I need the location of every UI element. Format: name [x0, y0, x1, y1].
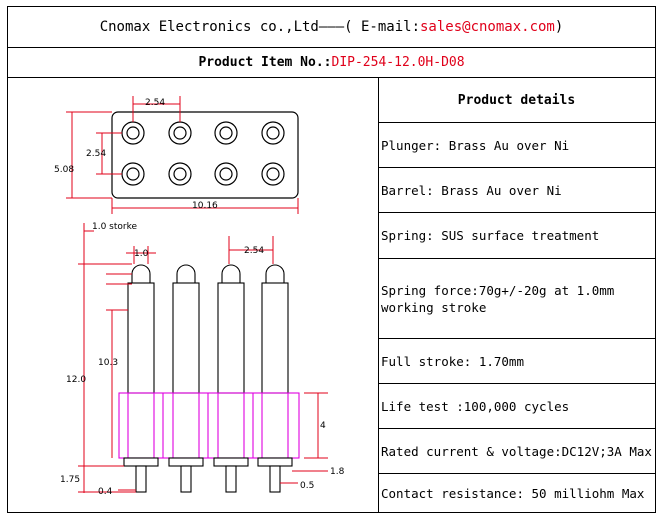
detail-plunger: Plunger: Brass Au over Ni — [378, 123, 655, 168]
pin-barrel — [261, 282, 289, 394]
dim-height-top: 5.08 — [54, 165, 74, 175]
product-item-row: Product Item No.: DIP-254-12.0H-D08 — [8, 47, 655, 78]
hole-inner-icon — [219, 126, 233, 140]
dim-total-height: 12.0 — [66, 375, 86, 385]
pin-barrel — [217, 282, 245, 394]
company-header: Cnomax Electronics co.,Ltd———( E-mail: s… — [8, 7, 655, 48]
dim-width-bottom: 10.16 — [192, 201, 218, 211]
hole-inner-icon — [126, 167, 140, 181]
details-title: Product details — [378, 78, 655, 123]
detail-barrel: Barrel: Brass Au over Ni — [378, 168, 655, 213]
hole-inner-icon — [266, 167, 280, 181]
detail-life-test: Life test :100,000 cycles — [378, 384, 655, 429]
detail-spring: Spring: SUS surface treatment — [378, 213, 655, 259]
dim-pitch-side: 2.54 — [86, 149, 106, 159]
insulator-body — [118, 392, 300, 459]
pin-tip — [221, 264, 241, 284]
product-details-table: Product details Plunger: Brass Au over N… — [378, 78, 655, 513]
dim-tail-spacing: 1.8 — [330, 467, 345, 477]
pin-tail — [269, 465, 281, 493]
pin-tip — [176, 264, 196, 284]
drawing-svg: 2.54 2.54 5.08 10.16 — [54, 96, 345, 497]
hole-icon — [214, 121, 238, 145]
dim-tail-length: 1.75 — [60, 475, 80, 485]
dim-stroke: 1.0 storke — [92, 222, 137, 232]
hole-icon — [121, 162, 145, 186]
hole-inner-icon — [219, 167, 233, 181]
hole-inner-icon — [126, 126, 140, 140]
hole-inner-icon — [266, 126, 280, 140]
dim-pin-diameter: 0.5 — [300, 481, 314, 491]
pin-tail — [180, 465, 192, 493]
hole-icon — [121, 121, 145, 145]
pin-tip — [131, 264, 151, 284]
detail-spring-force: Spring force:70g+/-20g at 1.0mm working … — [378, 259, 655, 339]
dim-body-height: 10.3 — [98, 358, 118, 368]
top-view-body — [111, 111, 299, 199]
detail-contact-resistance: Contact resistance: 50 milliohm Max — [381, 486, 645, 501]
dim-pitch-top: 2.54 — [145, 98, 165, 108]
datasheet-frame: Cnomax Electronics co.,Ltd———( E-mail: s… — [7, 6, 656, 513]
detail-rated-current: Rated current & voltage:DC12V;3A Max — [378, 429, 655, 474]
pin-flange — [168, 457, 204, 467]
pin-flange — [257, 457, 293, 467]
product-item-number: DIP-254-12.0H-D08 — [331, 54, 465, 70]
pin-tip — [265, 264, 285, 284]
pin-tail — [135, 465, 147, 493]
company-name: Cnomax Electronics co.,Ltd———( E-mail: — [99, 19, 420, 35]
email-link[interactable]: sales@cnomax.com — [420, 19, 555, 35]
hole-icon — [214, 162, 238, 186]
product-item-label: Product Item No.: — [198, 54, 332, 70]
hole-inner-icon — [173, 126, 187, 140]
pin-barrel — [172, 282, 200, 394]
pin-flange — [213, 457, 249, 467]
dim-tail-diameter: 0.4 — [98, 487, 113, 497]
hole-icon — [168, 121, 192, 145]
dim-tip-width: 1.0 — [134, 249, 149, 259]
top-view: 2.54 2.54 5.08 10.16 — [54, 96, 299, 214]
pin-tail — [225, 465, 237, 493]
dim-insulator-height: 4 — [320, 421, 326, 431]
side-view: 1.0 storke 1.0 2.54 10.3 12.0 4 1.75 0.4… — [60, 222, 345, 497]
pin-barrel — [127, 282, 155, 394]
hole-inner-icon — [173, 167, 187, 181]
dim-pitch-side-view: 2.54 — [244, 246, 264, 256]
hole-icon — [261, 162, 285, 186]
pin-flange — [123, 457, 159, 467]
hole-icon — [261, 121, 285, 145]
detail-full-stroke: Full stroke: 1.70mm — [378, 339, 655, 384]
technical-drawing: 2.54 2.54 5.08 10.16 — [8, 78, 379, 513]
hole-icon — [168, 162, 192, 186]
header-close: ) — [554, 19, 564, 35]
